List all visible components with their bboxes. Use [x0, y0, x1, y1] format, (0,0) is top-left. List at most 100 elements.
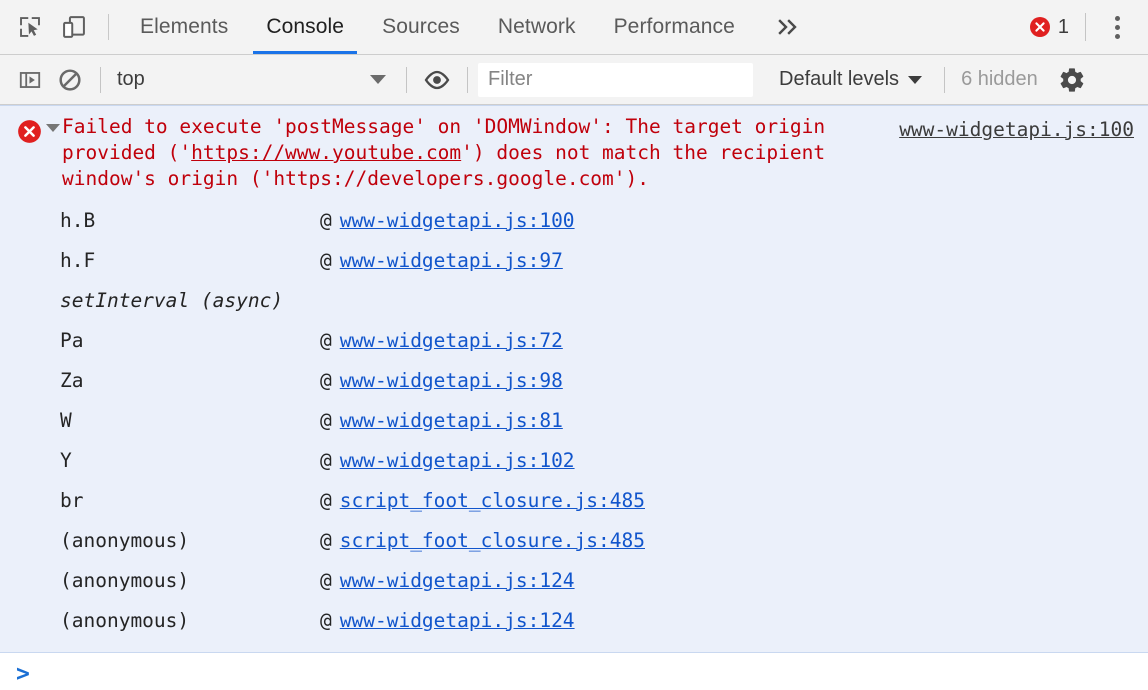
panel-tabs: Elements Console Sources Network Perform… [121, 0, 824, 54]
execution-context-select[interactable]: top [111, 63, 396, 97]
filterbar-divider [467, 66, 468, 93]
console-sidebar-glyph [19, 71, 41, 88]
console-filter-toolbar: top Default levels 6 hidden [0, 55, 1148, 105]
console-sidebar-icon[interactable] [10, 61, 50, 99]
tab-console-label: Console [266, 15, 345, 38]
stack-frame-function: (anonymous) [60, 529, 190, 552]
kebab-dot [1114, 24, 1120, 30]
filterbar-divider [406, 66, 407, 93]
console-prompt-input[interactable] [29, 663, 1148, 687]
console-filter-input[interactable] [478, 62, 753, 97]
stack-frame-location[interactable]: www-widgetapi.js:124 [339, 609, 575, 632]
error-text-part2: ') does not match the recipient window's… [62, 141, 837, 190]
error-circle-icon [17, 120, 41, 143]
device-toolbar-glyph [63, 16, 85, 38]
stack-frame-at: @ [320, 369, 332, 392]
kebab-dot [1114, 33, 1120, 39]
tab-sources[interactable]: Sources [363, 0, 479, 54]
inspect-element-icon[interactable] [8, 5, 52, 49]
error-text-part1: Failed to execute 'postMessage' on 'DOMW… [62, 115, 837, 164]
error-url-target-origin[interactable]: https://www.youtube.com [191, 141, 462, 164]
console-stack-trace: h.B @ www-widgetapi.js:100 h.F @ www-wid… [0, 192, 1148, 641]
stack-frame-function: h.B [60, 209, 96, 232]
eye-glyph [424, 70, 450, 89]
stack-frame-location[interactable]: www-widgetapi.js:124 [339, 569, 575, 592]
tab-performance-label: Performance [613, 15, 735, 38]
stack-frame-location[interactable]: script_foot_closure.js:485 [339, 529, 645, 552]
chevron-down-icon [908, 75, 923, 84]
chevron-double-right-glyph [778, 19, 797, 35]
stack-frame-row[interactable]: Y @ www-widgetapi.js:102 [0, 441, 1148, 481]
stack-frame-at: @ [320, 529, 332, 552]
stack-frame-location[interactable]: www-widgetapi.js:98 [339, 369, 563, 392]
stack-frame-at: @ [320, 489, 332, 512]
stack-frame-row[interactable]: W @ www-widgetapi.js:81 [0, 401, 1148, 441]
stack-frame-function: Za [60, 369, 84, 392]
tabbar-right-divider [1085, 13, 1086, 41]
stack-frame-row[interactable]: Za @ www-widgetapi.js:98 [0, 361, 1148, 401]
stack-frame-function: W [60, 409, 72, 432]
stack-frame-location[interactable]: www-widgetapi.js:97 [339, 249, 563, 272]
stack-frame-row[interactable]: (anonymous) @ www-widgetapi.js:124 [0, 601, 1148, 641]
tab-elements-label: Elements [140, 15, 229, 38]
stack-frame-row[interactable]: Pa @ www-widgetapi.js:72 [0, 321, 1148, 361]
more-tabs-icon[interactable] [754, 0, 824, 54]
console-message-list[interactable]: Failed to execute 'postMessage' on 'DOMW… [0, 105, 1148, 690]
stack-frame-row[interactable]: h.F @ www-widgetapi.js:97 [0, 241, 1148, 281]
stack-frame-function: (anonymous) [60, 609, 190, 632]
stack-frame-location[interactable]: www-widgetapi.js:81 [339, 409, 563, 432]
stack-frame-at: @ [320, 249, 332, 272]
log-levels-label: Default levels [779, 68, 900, 90]
tab-elements[interactable]: Elements [121, 0, 247, 54]
hidden-messages-count[interactable]: 6 hidden [961, 68, 1038, 90]
stack-frame-at: @ [320, 569, 332, 592]
stack-frame-at: @ [320, 449, 332, 472]
stack-frame-at: @ [320, 209, 332, 232]
error-circle-icon [1029, 17, 1050, 37]
tab-console[interactable]: Console [247, 0, 363, 54]
stack-frame-row[interactable]: br @ script_foot_closure.js:485 [0, 481, 1148, 521]
clear-console-glyph [59, 68, 81, 91]
expand-triangle-icon[interactable] [46, 124, 60, 132]
stack-frame-at: @ [320, 609, 332, 632]
error-count-badge[interactable]: 1 [1023, 16, 1075, 39]
stack-frame-at: @ [320, 329, 332, 352]
stack-frame-location[interactable]: www-widgetapi.js:72 [339, 329, 563, 352]
live-expression-eye-icon[interactable] [417, 61, 457, 99]
stack-frame-row[interactable]: (anonymous) @ www-widgetapi.js:124 [0, 561, 1148, 601]
stack-frame-location[interactable]: www-widgetapi.js:100 [339, 209, 575, 232]
stack-frame-async-label: setInterval (async) [0, 281, 1148, 321]
clear-console-icon[interactable] [50, 61, 90, 99]
error-url-recipient-origin: https://developers.google.com [273, 167, 614, 190]
stack-frame-location[interactable]: www-widgetapi.js:102 [339, 449, 575, 472]
kebab-dot [1114, 15, 1120, 21]
console-prompt[interactable]: > [0, 653, 1148, 690]
error-text-part3: '). [613, 167, 650, 190]
gear-icon[interactable] [1050, 60, 1094, 100]
chevron-down-icon [370, 75, 386, 84]
message-source-link[interactable]: www-widgetapi.js:100 [899, 118, 1134, 141]
log-levels-select[interactable]: Default levels [767, 63, 934, 97]
stack-frame-function: Pa [60, 329, 84, 352]
stack-frame-row[interactable]: h.B @ www-widgetapi.js:100 [0, 201, 1148, 241]
console-error-text: Failed to execute 'postMessage' on 'DOMW… [62, 114, 857, 192]
device-toolbar-icon[interactable] [52, 5, 96, 49]
tab-performance[interactable]: Performance [595, 0, 754, 54]
filterbar-divider [944, 66, 946, 93]
console-message-header: Failed to execute 'postMessage' on 'DOMW… [0, 106, 1148, 192]
stack-frame-function: Y [60, 449, 72, 472]
inspect-element-glyph [20, 17, 40, 37]
stack-frame-at: @ [320, 409, 332, 432]
devtools-tabbar: Elements Console Sources Network Perform… [0, 0, 1148, 55]
tabbar-right-group: 1 [1023, 0, 1148, 54]
stack-frame-row[interactable]: (anonymous) @ script_foot_closure.js:485 [0, 521, 1148, 561]
tab-sources-label: Sources [382, 15, 460, 38]
prompt-arrow-icon: > [16, 661, 30, 687]
kebab-menu-icon[interactable] [1096, 5, 1138, 49]
console-error-message[interactable]: Failed to execute 'postMessage' on 'DOMW… [0, 105, 1148, 653]
execution-context-label: top [117, 68, 145, 90]
tab-network[interactable]: Network [479, 0, 595, 54]
stack-frame-function: br [60, 489, 84, 512]
stack-frame-location[interactable]: script_foot_closure.js:485 [339, 489, 645, 512]
